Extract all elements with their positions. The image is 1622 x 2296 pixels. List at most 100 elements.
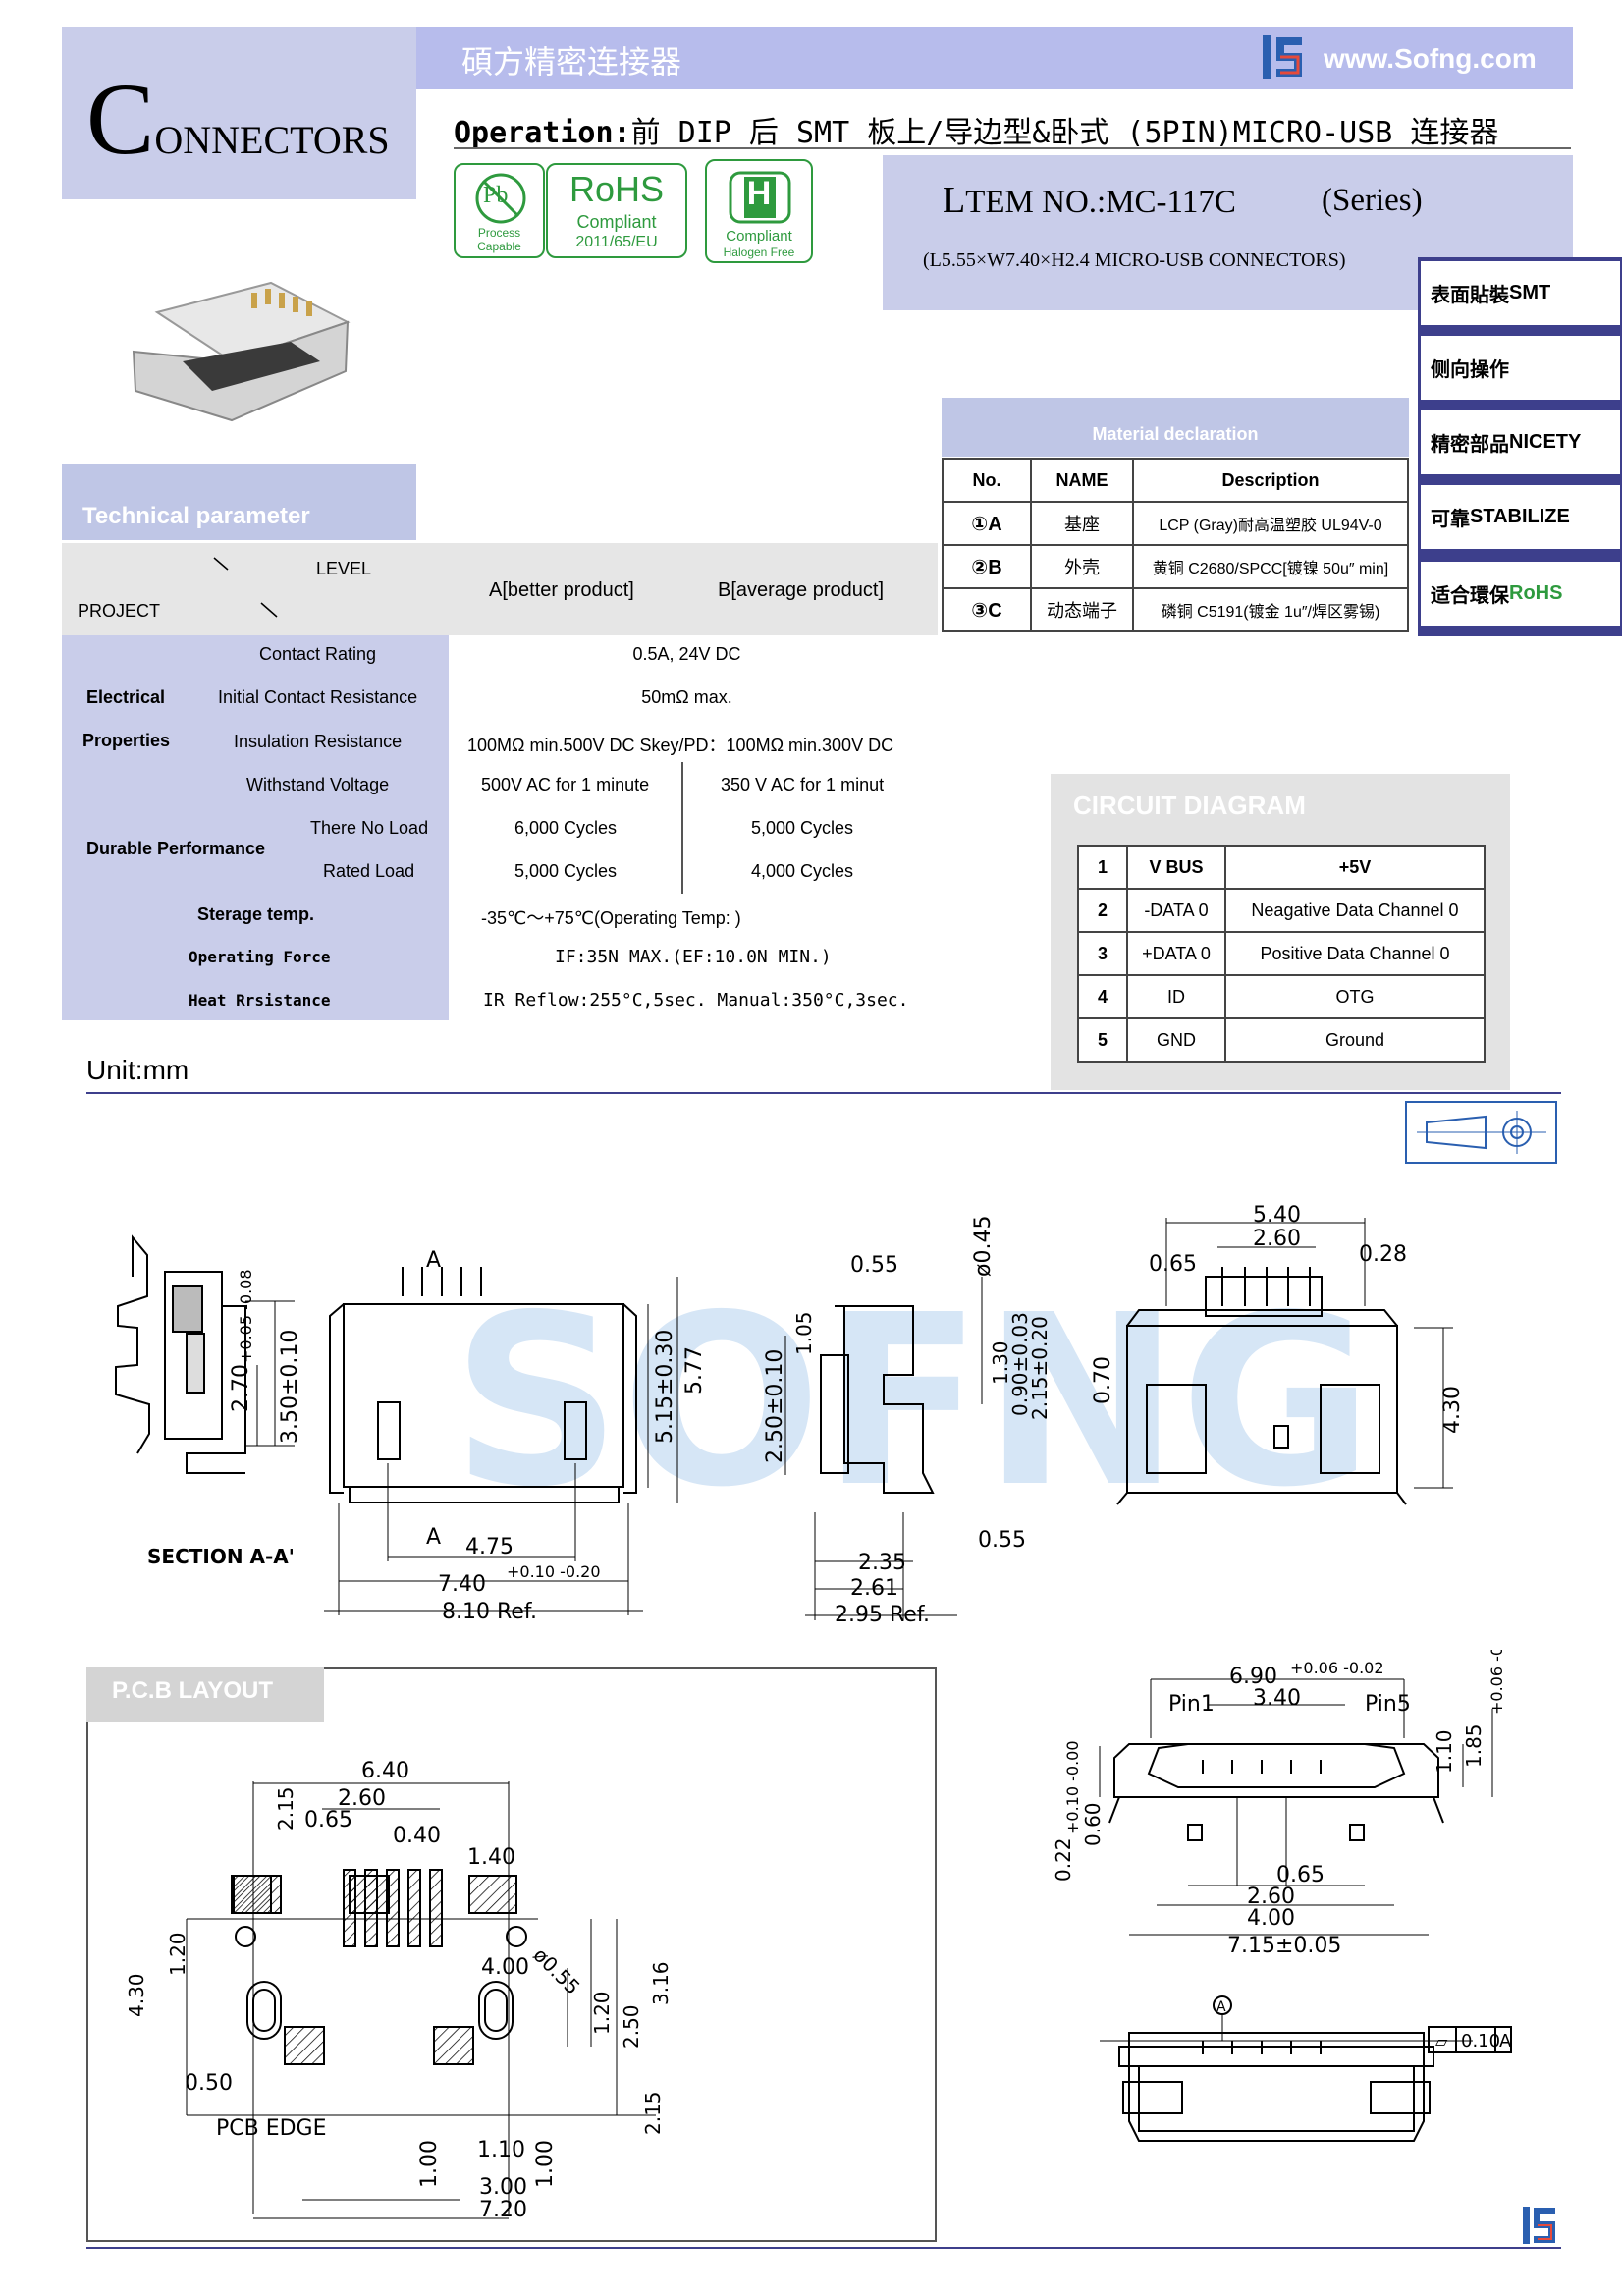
footer-logo-icon bbox=[1520, 2204, 1559, 2247]
logo-initial: C bbox=[86, 63, 155, 176]
dim-235: 2.35 bbox=[858, 1551, 906, 1575]
front-dim-400: 4.00 bbox=[1247, 1906, 1295, 1931]
item-number: LTEM NO.:MC-117C bbox=[943, 179, 1236, 222]
dim-740-tol: +0.10 -0.20 bbox=[507, 1562, 601, 1581]
side-label-en: RoHS bbox=[1509, 582, 1563, 604]
tech-withstand: Withstand Voltage bbox=[246, 775, 390, 794]
material-no: ①A bbox=[942, 501, 1032, 546]
pcb-dim-400: 4.00 bbox=[481, 1955, 529, 1980]
pcb-dim-316: 3.16 bbox=[649, 1961, 673, 2005]
tech-left-col bbox=[62, 635, 449, 1020]
circuit-title: CIRCUIT DIAGRAM bbox=[1073, 791, 1306, 820]
rohs-badge: RoHS Compliant 2011/65/EU bbox=[546, 163, 687, 258]
section-marker-top: A bbox=[426, 1248, 441, 1273]
dim-090: 0.90±0.03 bbox=[1008, 1312, 1032, 1416]
pcb-dim-300: 3.00 bbox=[479, 2175, 527, 2200]
logo-rest: ONNECTORS bbox=[154, 118, 390, 162]
tech-operating: Operating Force bbox=[189, 948, 331, 966]
pcb-dim-055: ø0.55 bbox=[528, 1943, 584, 1999]
pcb-dim-050: 0.50 bbox=[185, 2071, 233, 2096]
tech-no-load-b: 5,000 Cycles bbox=[751, 818, 854, 838]
pcb-dim-120a: 1.20 bbox=[166, 1932, 189, 1976]
material-title: Material declaration bbox=[1092, 424, 1259, 444]
tech-rated-load-a: 5,000 Cycles bbox=[514, 861, 618, 881]
technical-header bbox=[62, 464, 416, 540]
circuit-signal: +DATA 0 bbox=[1126, 931, 1226, 976]
front-dim-022-tol: +0.10 -0.00 bbox=[1063, 1740, 1082, 1834]
tech-storage-val: -35℃～+75℃(Operating Temp: ) bbox=[481, 908, 741, 928]
side-label-stabilize: 可靠 STABILIZE bbox=[1421, 485, 1620, 552]
material-no: ③C bbox=[942, 587, 1032, 632]
halogen-free-badge: H Compliant Halogen Free bbox=[705, 159, 813, 263]
tech-contact-rating: Contact Rating bbox=[259, 644, 377, 664]
tech-storage: Sterage temp. bbox=[197, 904, 315, 924]
operation-underline bbox=[454, 147, 1571, 149]
tech-heat: Heat Rrsistance bbox=[189, 991, 331, 1010]
tech-withstand-a: 500V AC for 1 minute bbox=[481, 775, 650, 794]
unit-underline bbox=[86, 1092, 1561, 1094]
dim-740: 7.40 bbox=[438, 1572, 486, 1597]
material-header bbox=[942, 398, 1409, 457]
hf-symbol: H bbox=[746, 175, 772, 212]
mechanical-drawings: SOFNG SECTION A-A' 2.70 +0.05 -0.08 3.50… bbox=[115, 1203, 1465, 1627]
dim-430-top: 4.30 bbox=[1440, 1386, 1465, 1434]
tech-insulation-val: 100MΩ min.500V DC Skey/PD：100MΩ min.300V… bbox=[467, 736, 894, 755]
dim-270-tol: +0.05 -0.08 bbox=[237, 1269, 255, 1363]
side-label-cn: 侧向操作 bbox=[1431, 359, 1509, 381]
front-dim-260: 2.60 bbox=[1247, 1885, 1295, 1909]
circuit-row: 3 +DATA 0 Positive Data Channel 0 bbox=[1077, 931, 1486, 976]
circuit-pin: 1 bbox=[1077, 845, 1128, 890]
material-row: ③C 动态端子 磷铜 C5191(镀金 1u″/焊区雾锡) bbox=[942, 587, 1409, 632]
item-title: TEM NO.:MC-117C bbox=[965, 185, 1236, 220]
tech-durable: Durable Performance bbox=[86, 839, 266, 858]
material-desc: LCP (Gray)耐高温塑胶 UL94V-0 bbox=[1132, 501, 1409, 546]
dim-070: 0.70 bbox=[1091, 1356, 1115, 1404]
dim-045: ø0.45 bbox=[971, 1216, 996, 1277]
material-desc: 磷铜 C5191(镀金 1u″/焊区雾锡) bbox=[1132, 587, 1409, 632]
front-dim-690: 6.90 bbox=[1229, 1665, 1277, 1689]
pcb-dim-215: 2.15 bbox=[274, 1786, 297, 1831]
pb-line1: Process bbox=[477, 226, 521, 240]
pcb-dim-260: 2.60 bbox=[338, 1786, 386, 1811]
pb-badge: Pb Process Capable bbox=[454, 163, 545, 258]
tech-withstand-b: 350 V AC for 1 minut bbox=[721, 775, 885, 794]
tech-project: PROJECT bbox=[78, 601, 161, 621]
dim-295: 2.95 Ref. bbox=[835, 1603, 930, 1627]
rohs-line2: 2011/65/EU bbox=[575, 234, 658, 250]
top-view bbox=[1116, 1218, 1453, 1505]
tech-rated-load-b: 4,000 Cycles bbox=[751, 861, 854, 881]
material-row: ①A 基座 LCP (Gray)耐高温塑胶 UL94V-0 bbox=[942, 501, 1409, 546]
side-label-cn: 适合環保 bbox=[1431, 585, 1509, 607]
dim-515: 5.15±0.30 bbox=[653, 1330, 677, 1444]
front-dim-110: 1.10 bbox=[1433, 1729, 1456, 1774]
tech-electrical: Electrical bbox=[86, 687, 166, 707]
rohs-line1: Compliant bbox=[576, 212, 657, 232]
flatness-value: 0.10 bbox=[1461, 2031, 1500, 2051]
circuit-signal: ID bbox=[1126, 974, 1226, 1019]
pcb-drawing: 6.40 2.60 0.65 2.15 0.40 1.40 4.00 1.20 … bbox=[125, 1759, 673, 2222]
material-desc: 黄铜 C2680/SPCC[镀镍 50u″ min] bbox=[1132, 544, 1409, 589]
dim-028: 0.28 bbox=[1359, 1242, 1407, 1267]
circuit-row: 5 GND Ground bbox=[1077, 1017, 1486, 1063]
diagonal-divider bbox=[213, 557, 278, 618]
datum-label: A bbox=[1216, 1999, 1226, 2015]
section-marker-bottom: A bbox=[426, 1525, 441, 1550]
tech-head-row bbox=[62, 543, 938, 635]
front-view-drawing: Pin1 Pin5 6.90 +0.06 -0.02 3.40 1.10 1.8… bbox=[1052, 1650, 1512, 2142]
website-link[interactable]: www.Sofng.com bbox=[1324, 43, 1537, 74]
tech-contact-rating-val: 0.5A, 24V DC bbox=[632, 644, 741, 664]
flatness-symbol-icon: ▱ bbox=[1435, 2032, 1448, 2050]
material-col-no: No. bbox=[942, 458, 1032, 503]
product-photo bbox=[124, 253, 359, 430]
front-dim-060: 0.60 bbox=[1081, 1802, 1105, 1846]
dim-260-top: 2.60 bbox=[1253, 1227, 1301, 1251]
side-label-cn: 精密部品 bbox=[1431, 434, 1509, 456]
pcb-dim-140: 1.40 bbox=[467, 1845, 515, 1870]
dim-055-top: 0.55 bbox=[850, 1253, 898, 1278]
footer-line bbox=[86, 2247, 1561, 2249]
end-view bbox=[784, 1277, 983, 1620]
tech-rated-load: Rated Load bbox=[323, 861, 415, 881]
dim-055-bottom: 0.55 bbox=[978, 1528, 1026, 1553]
material-name: 动态端子 bbox=[1030, 587, 1134, 632]
pin5-label: Pin5 bbox=[1365, 1692, 1411, 1717]
